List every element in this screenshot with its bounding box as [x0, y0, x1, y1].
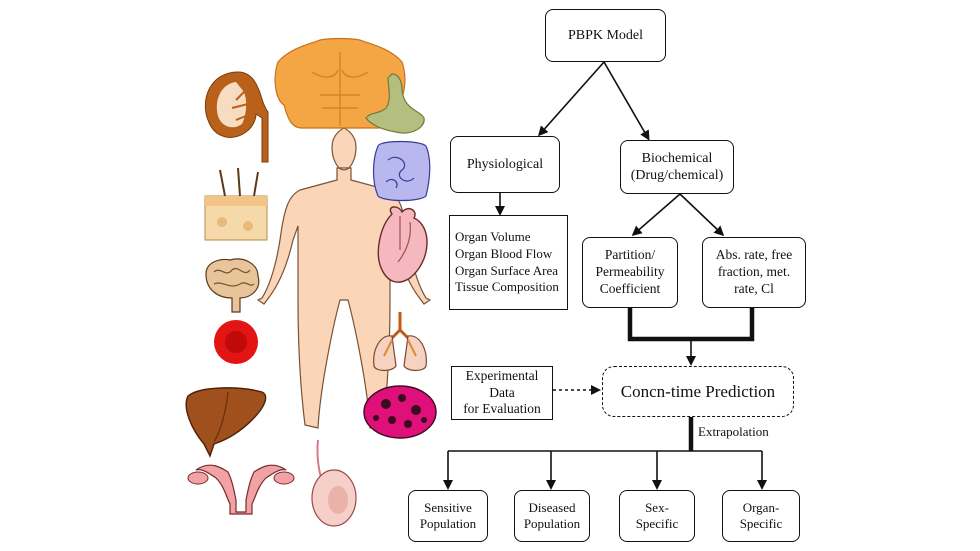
- pbpk-model-box: PBPK Model: [545, 9, 666, 62]
- uterus-icon: [187, 464, 295, 515]
- outcome-sensitive-population: Sensitive Population: [408, 490, 488, 542]
- physiological-box: Physiological: [450, 136, 560, 193]
- experimental-data-box: Experimental Data for Evaluation: [451, 366, 553, 420]
- arrow-biochem-to-partition: [631, 193, 681, 236]
- rates-box: Abs. rate, free fraction, met. rate, Cl: [702, 237, 806, 308]
- arrow-biochem-to-rates: [679, 193, 725, 237]
- concn-time-prediction-box: Concn-time Prediction: [602, 366, 794, 417]
- outcome-sex-specific: Sex- Specific: [619, 490, 695, 542]
- arrow-root-to-physiological: [538, 61, 605, 137]
- skin-icon: [204, 167, 268, 241]
- merge-bracket: [627, 308, 755, 342]
- lungs-icon: [373, 312, 427, 372]
- partition-coefficient-box: Partition/ Permeability Coefficient: [582, 237, 678, 308]
- outcome-organ-specific: Organ- Specific: [722, 490, 800, 542]
- blood-cell-icon: [214, 320, 258, 364]
- intestines-icon: [372, 140, 431, 202]
- biochemical-box: Biochemical (Drug/chemical): [620, 140, 734, 194]
- kidney-icon: [204, 71, 269, 163]
- outcome-diseased-population: Diseased Population: [514, 490, 590, 542]
- heart-icon: [377, 206, 428, 283]
- torso-muscles-icon: [274, 37, 406, 129]
- extrapolation-label: Extrapolation: [698, 424, 769, 439]
- physiological-details-box: Organ Volume Organ Blood Flow Organ Surf…: [449, 215, 568, 310]
- stomach-icon: [365, 73, 425, 134]
- tumor-icon: [363, 385, 437, 439]
- brain-icon: [205, 258, 260, 313]
- liver-icon: [185, 387, 267, 458]
- testis-icon: [311, 439, 357, 527]
- arrow-root-to-biochemical: [603, 61, 650, 141]
